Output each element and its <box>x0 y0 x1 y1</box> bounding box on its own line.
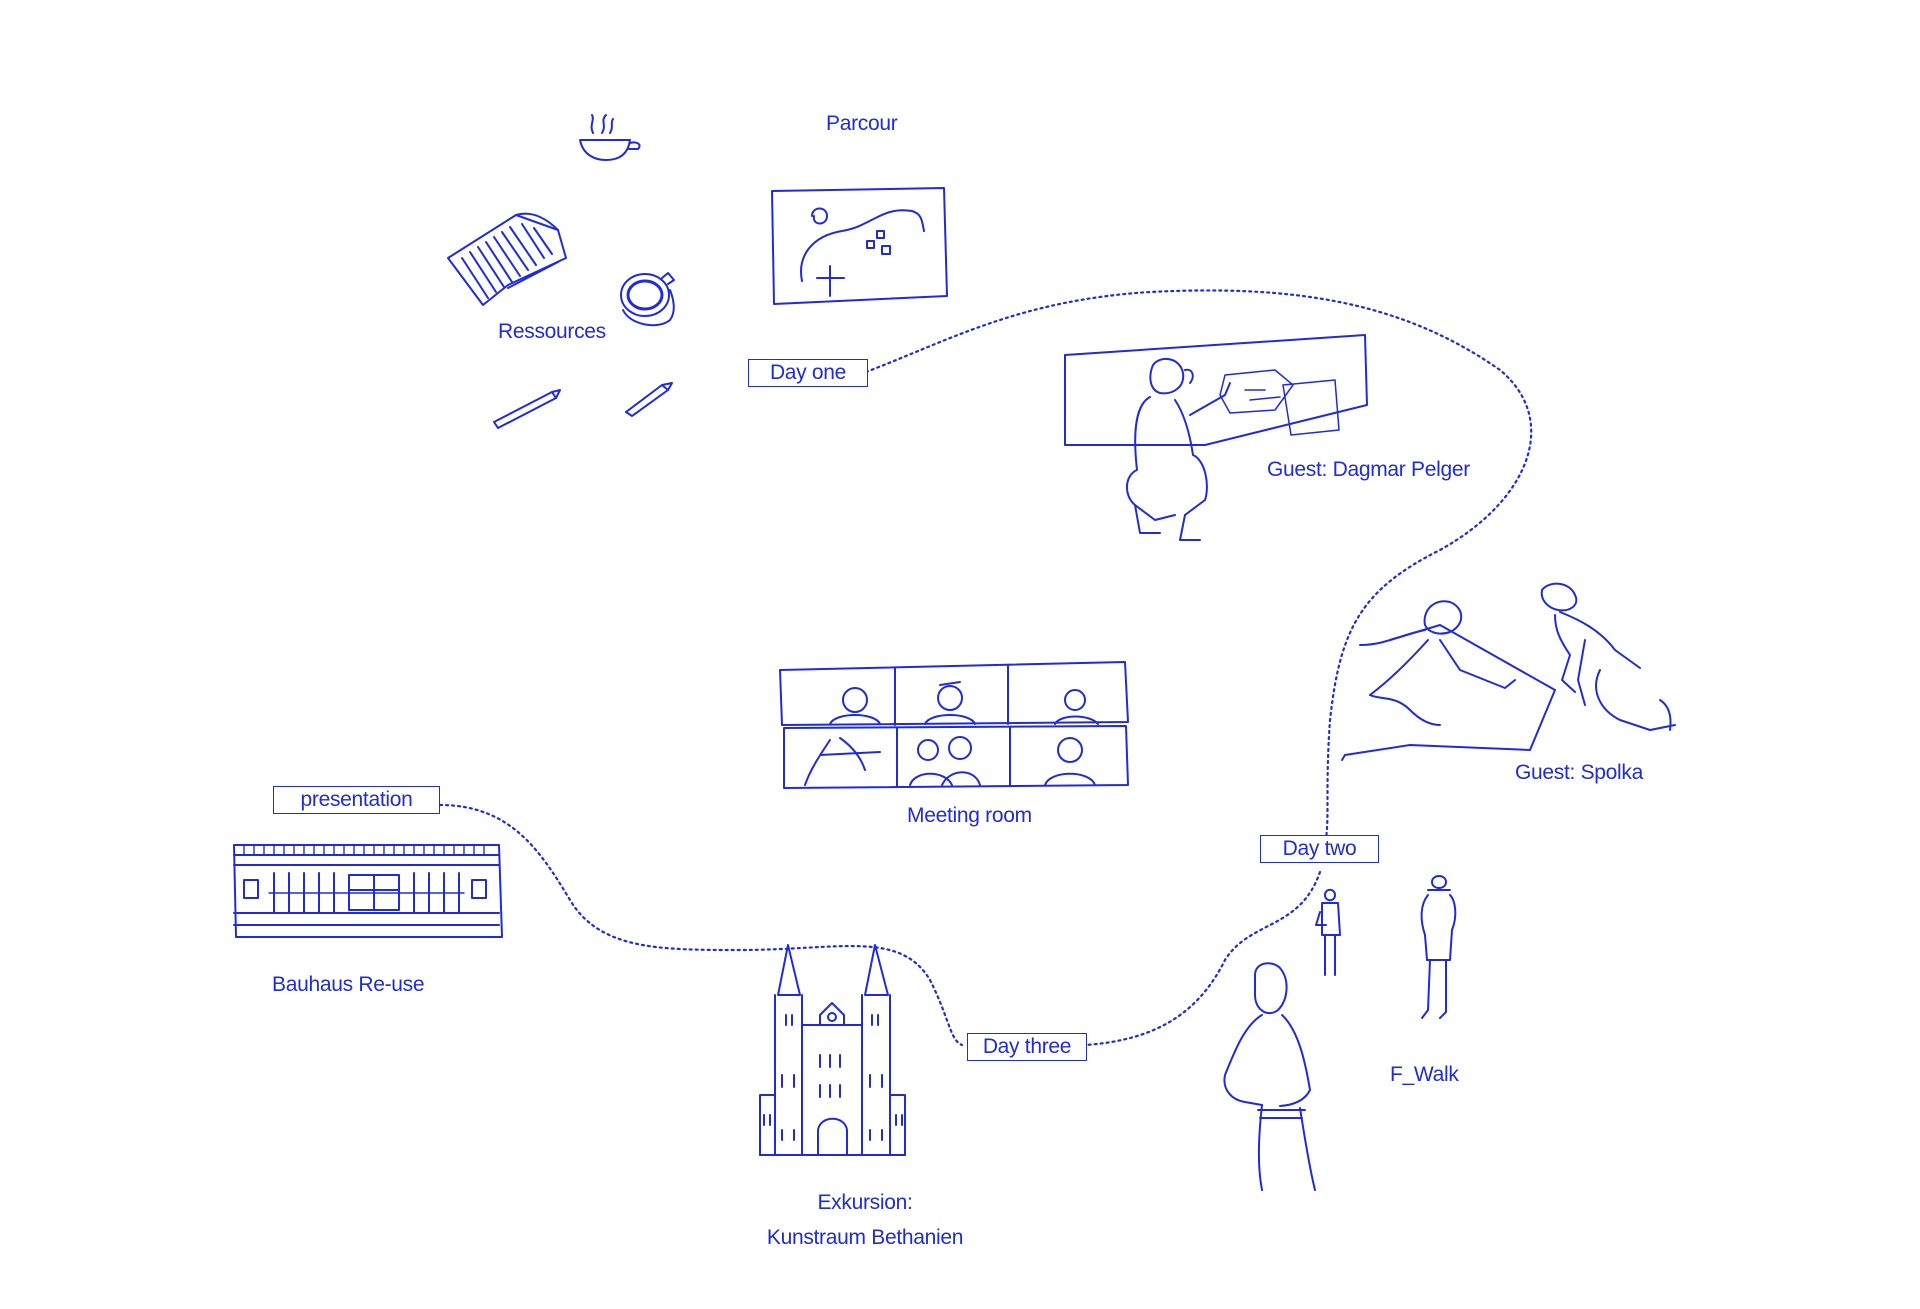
walking-people-icon <box>1223 875 1457 1191</box>
parcour-map-icon <box>771 187 948 305</box>
newspaper-icon <box>447 212 567 306</box>
bauhaus-label: Bauhaus Re-use <box>272 973 425 996</box>
coffee-cup-icon <box>620 272 675 327</box>
ressources-label: Ressources <box>498 320 606 343</box>
exkursion-label-line2: Kunstraum Bethanien <box>766 1226 964 1249</box>
day-one-marker: Day one <box>748 359 868 387</box>
pencil-icon <box>493 382 673 429</box>
guest-dagmar-label: Guest: Dagmar Pelger <box>1267 458 1470 481</box>
church-icon <box>759 944 906 1156</box>
parcour-label: Parcour <box>826 112 898 135</box>
meeting-room-label: Meeting room <box>907 804 1032 827</box>
f-walk-label: F_Walk <box>1390 1063 1459 1086</box>
day-two-marker: Day two <box>1260 835 1379 863</box>
soup-bowl-icon <box>579 114 641 161</box>
guest-spolka-label: Guest: Spolka <box>1515 761 1644 784</box>
exkursion-label-line1: Exkursion: <box>817 1191 913 1214</box>
presentation-marker: presentation <box>273 786 440 814</box>
person-drawing-icon <box>1064 334 1368 541</box>
people-mapping-icon <box>1341 582 1676 761</box>
video-call-grid-icon <box>779 661 1129 789</box>
bauhaus-building-icon <box>233 844 503 938</box>
day-three-marker: Day three <box>967 1033 1087 1061</box>
route-path <box>438 289 1533 1047</box>
